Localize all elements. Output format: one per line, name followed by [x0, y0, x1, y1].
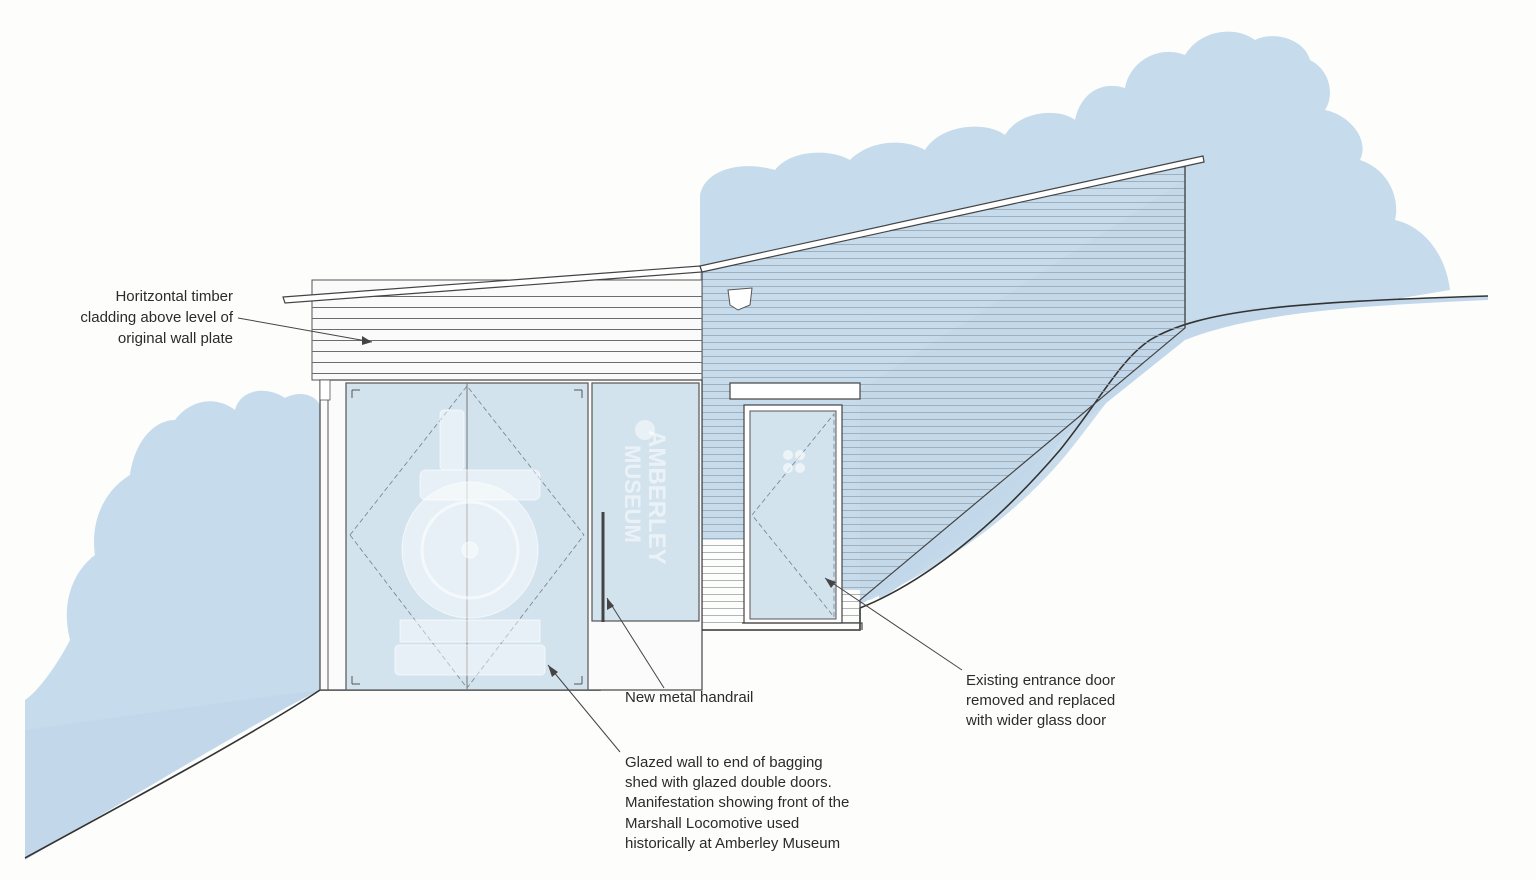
manifestation-logo-mark [635, 420, 655, 440]
background-trees-left [25, 390, 320, 730]
entrance-label-line3: with wider glass door [965, 712, 1106, 729]
glazed-label-line2: shed with glazed double doors. [625, 774, 832, 791]
glazed-label-line5: historically at Amberley Museum [625, 835, 840, 852]
ground-profile-line [24, 295, 1489, 859]
door-logo-mark [783, 450, 805, 473]
door-canopy [729, 382, 861, 400]
manifestation-logo-line2: MUSEUM [620, 445, 645, 543]
entrance-label-line1: Existing entrance door [966, 672, 1115, 689]
roof-right [699, 155, 1205, 273]
locomotive-manifestation [394, 409, 546, 676]
manifestation-logo-line1: AMBERLEY [643, 430, 670, 565]
cladding-label-line2: cladding above level of [80, 309, 233, 326]
handrail-label: New metal handrail [625, 689, 753, 706]
gable-vent [727, 287, 753, 311]
handrail-leader [606, 597, 665, 689]
cladding-label-line1: Horitzontal timber [115, 288, 233, 305]
entrance-glass-door[interactable] [749, 410, 837, 620]
glazed-label-line1: Glazed wall to end of bagging [625, 754, 823, 771]
glazed-label-line4: Marshall Locomotive used [625, 815, 799, 832]
cladding-label-line3: original wall plate [118, 330, 233, 347]
glazed-leader [547, 664, 621, 753]
glazed-label-line3: Manifestation showing front of the [625, 794, 849, 811]
entrance-label-line2: removed and replaced [966, 692, 1115, 709]
entrance-leader [824, 577, 963, 671]
cladding-leader [237, 317, 373, 343]
